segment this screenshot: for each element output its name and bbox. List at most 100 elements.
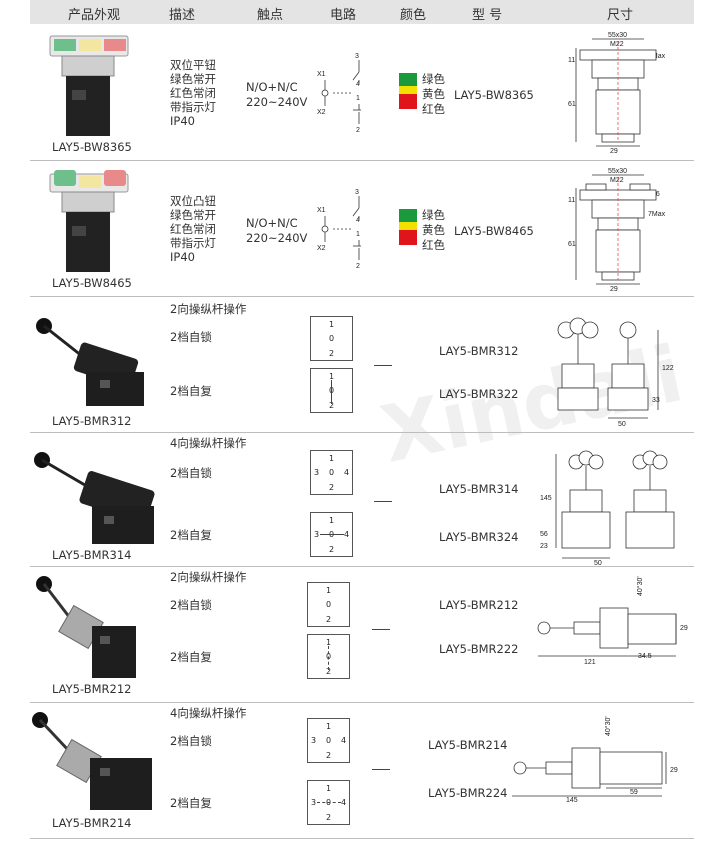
mode-latching: 2档自锁 [170, 734, 212, 748]
header-description: 描述 [169, 8, 196, 23]
dim-label: 29 [670, 767, 678, 774]
dimension-drawing-bw8465: 55x30 M22 16 7Max 11 61 29 [568, 168, 666, 293]
mode-self-reset: 2档自复 [170, 528, 212, 542]
mode-latching: 2档自锁 [170, 598, 212, 612]
circuit-label: 3 [355, 189, 359, 196]
contact-type: N/O+N/C [246, 216, 298, 230]
operation-title: 4向操纵杆操作 [170, 706, 247, 720]
dim-label: 61 [568, 241, 576, 248]
color-swatch-yellow [399, 86, 417, 94]
operation-title: 2向操纵杆操作 [170, 570, 247, 584]
row-separator [30, 432, 694, 433]
model-number: LAY5-BMR212 [439, 598, 519, 612]
circuit-label: 1 [356, 95, 360, 102]
position-box-self-reset: 1 3 0 4 2 [307, 780, 350, 825]
product-photo-bmr314 [34, 452, 155, 544]
dim-label: 7Max [648, 53, 666, 60]
color-name: 红色 [422, 238, 445, 252]
dim-label: 23 [540, 543, 548, 550]
row-separator [30, 838, 694, 839]
desc-line: 双位凸钮 [170, 194, 216, 208]
dim-label: 122 [662, 365, 674, 372]
product-caption: LAY5-BMR212 [52, 682, 132, 696]
desc-line: 带指示灯 [170, 100, 216, 114]
color-name: 红色 [422, 102, 445, 116]
desc-line: IP40 [170, 114, 195, 128]
product-photo-bmr312 [36, 318, 144, 406]
mode-latching: 2档自锁 [170, 330, 212, 344]
desc-line: 带指示灯 [170, 236, 216, 250]
table-header: 产品外观 描述 触点 电路 颜色 型 号 尺寸 [30, 0, 694, 24]
model-number: LAY5-BMR322 [439, 387, 519, 401]
dimension-drawing-bmr312: 122 33 50 [557, 317, 674, 428]
color-name: 黄色 [422, 87, 445, 101]
desc-line: 红色常闭 [170, 86, 216, 100]
circuit-label: 4 [356, 81, 360, 88]
model-number: LAY5-BMR324 [439, 530, 519, 544]
dim-label: 61 [568, 101, 576, 108]
product-photo-bmr212 [36, 576, 136, 678]
circuit-label: 2 [356, 127, 360, 134]
desc-line: 双位平钮 [170, 58, 216, 72]
desc-line: 绿色常开 [170, 208, 216, 222]
model-number: LAY5-BMR224 [428, 786, 508, 800]
color-swatch-green [399, 209, 417, 222]
dim-label: 55x30 [608, 32, 627, 39]
dim-label: 11 [568, 197, 575, 204]
product-caption: LAY5-BMR312 [52, 414, 132, 428]
header-model: 型 号 [472, 8, 503, 23]
circuit-label: 4 [356, 217, 360, 224]
contact-voltage: 220~240V [246, 231, 308, 245]
row-separator [30, 160, 694, 161]
model-number: LAY5-BMR312 [439, 344, 519, 358]
dash-separator [372, 629, 390, 630]
header-circuit: 电路 [330, 8, 357, 23]
product-photo-bmr214 [32, 712, 152, 810]
contact-voltage: 220~240V [246, 95, 308, 109]
dim-label: 40°30' [604, 716, 612, 736]
mode-self-reset: 2档自复 [170, 650, 212, 664]
row-separator [30, 702, 694, 703]
row-separator [30, 566, 694, 567]
circuit-diagram: 3 X1 X2 4 1 2 [317, 189, 361, 270]
circuit-label: X2 [317, 109, 326, 116]
position-box-latching: 1 3 0 4 2 [310, 450, 353, 495]
model-number: LAY5-BMR214 [428, 738, 508, 752]
product-caption: LAY5-BW8365 [52, 140, 132, 154]
circuit-label: 2 [356, 263, 360, 270]
dim-label: M22 [610, 177, 624, 184]
mode-self-reset: 2档自复 [170, 796, 212, 810]
contact-type: N/O+N/C [246, 80, 298, 94]
dim-label: 145 [566, 797, 578, 804]
header-contacts: 触点 [257, 8, 284, 23]
color-swatch-yellow [399, 222, 417, 230]
dim-label: 29 [610, 148, 618, 155]
dash-separator [374, 501, 392, 502]
position-box-self-reset: 1 0 2 [307, 634, 350, 679]
circuit-label: X1 [317, 207, 326, 214]
dim-label: 34.5 [638, 653, 652, 660]
color-swatch-green [399, 73, 417, 86]
position-box-latching: 1 0 2 [310, 316, 353, 361]
product-caption: LAY5-BW8465 [52, 276, 132, 290]
position-box-self-reset: 1 0 2 [310, 368, 353, 413]
circuit-diagram: 3 X1 X2 4 1 2 [317, 53, 361, 134]
product-caption: LAY5-BMR214 [52, 816, 132, 830]
circuit-label: 1 [356, 231, 360, 238]
color-name: 黄色 [422, 223, 445, 237]
circuit-label: X2 [317, 245, 326, 252]
operation-title: 2向操纵杆操作 [170, 302, 247, 316]
dash-separator [374, 365, 392, 366]
dim-label: 40°30' [636, 576, 644, 596]
circuit-label: X1 [317, 71, 326, 78]
color-swatch-red [399, 94, 417, 109]
dim-label: 11 [568, 57, 575, 64]
dimension-drawing-bmr212: 40°30' 29 121 34.5 [537, 576, 688, 666]
model-number: LAY5-BMR314 [439, 482, 519, 496]
dim-label: 7Max [648, 211, 666, 218]
position-box-latching: 1 0 2 [307, 582, 350, 627]
dim-label: 29 [610, 286, 618, 293]
dim-label: 50 [594, 560, 602, 567]
model-number: LAY5-BW8465 [454, 224, 534, 238]
